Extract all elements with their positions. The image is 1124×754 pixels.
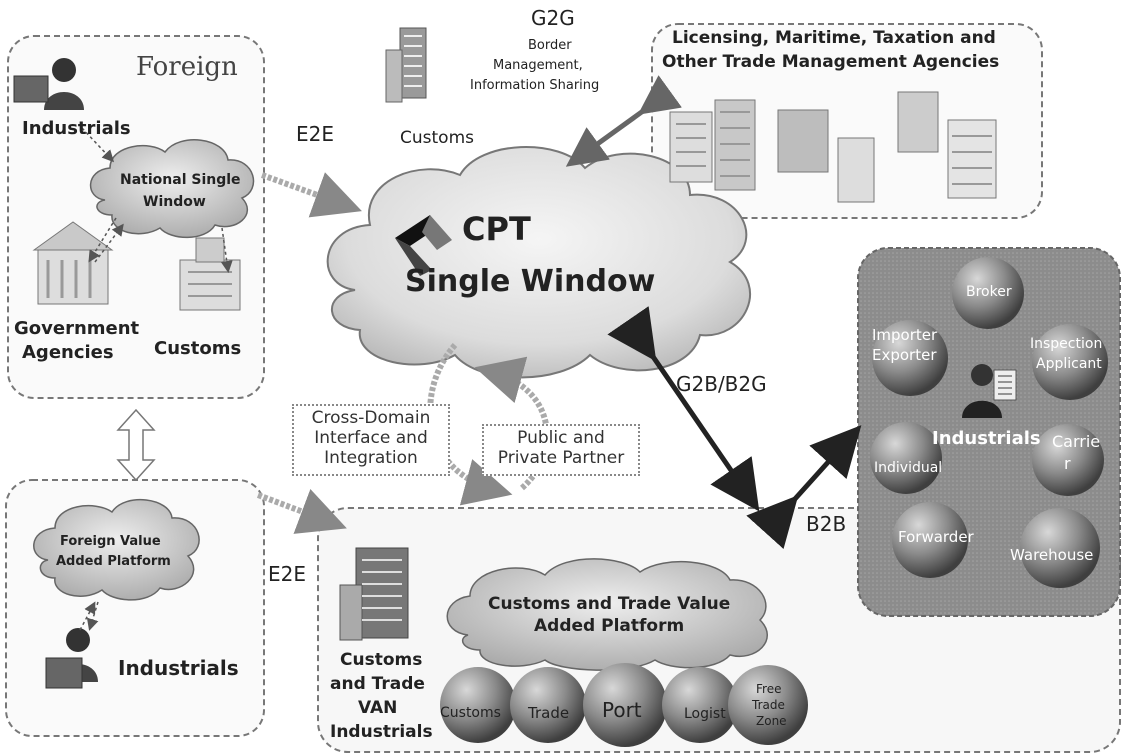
e2e-bottom-label: E2E: [268, 562, 306, 586]
g2g-desc-line3: Information Sharing: [470, 78, 600, 93]
sphere-label-customs: Customs: [440, 705, 501, 721]
cross-domain-line2: Interface and: [314, 428, 428, 448]
warehouse-label: Warehouse: [1010, 546, 1094, 564]
g2b-arrow: [607, 306, 760, 512]
foreign-vap-line2: Added Platform: [56, 554, 171, 569]
vap-industrial-person-icon: [45, 628, 98, 689]
foreign-vap-cloud: [33, 498, 200, 601]
public-private-box: Public and Private Partner: [482, 424, 640, 476]
nsw-label-line1: National Single: [120, 172, 241, 188]
foreign-industrials-label: Industrials: [22, 118, 131, 139]
sphere-label-trade: Trade: [528, 704, 570, 722]
carrier-label-line1: Carrie: [1052, 432, 1101, 451]
cpt-logo: [395, 215, 452, 276]
cross-domain-line1: Cross-Domain: [311, 408, 431, 428]
broker-label: Broker: [966, 284, 1012, 300]
importer-label-line1: Importer: [872, 326, 938, 344]
carrier-label-line2: r: [1064, 454, 1071, 473]
e2e-top-arrow: [260, 172, 362, 218]
public-private-arrow: [474, 356, 550, 491]
trade-sphere: [510, 667, 586, 743]
gov-label-line2: Agencies: [22, 342, 114, 363]
foreign-industrial-person-icon: [13, 58, 84, 110]
agency-buildings-icon: [669, 91, 997, 203]
nsw-cloud: [89, 139, 255, 239]
cpt-subtitle: Single Window: [405, 264, 656, 299]
public-private-line1: Public and: [517, 428, 605, 448]
agencies-line1: Licensing, Maritime, Taxation and: [672, 28, 996, 48]
g2g-title: G2G: [531, 6, 575, 30]
port-sphere: [583, 663, 667, 747]
van-line4: Industrials: [330, 722, 433, 742]
inspection-label-line2: Applicant: [1036, 356, 1102, 372]
industrial-person-icon: [962, 364, 1017, 418]
individual-circle: [870, 422, 942, 494]
foreign-vap-line1: Foreign Value: [60, 534, 161, 549]
inspection-circle: [1032, 324, 1108, 400]
ftz-sphere: [728, 665, 808, 745]
top-customs-label: Customs: [400, 128, 474, 148]
van-line1: Customs: [340, 650, 423, 670]
g2g-desc-line1: Border: [528, 38, 572, 53]
g2g-desc-line2: Management,: [493, 58, 583, 73]
ctvap-line2: Added Platform: [534, 616, 685, 636]
ctvap-line1: Customs and Trade Value: [488, 594, 731, 614]
cross-domain-box: Cross-Domain Interface and Integration: [292, 404, 450, 476]
forwarder-label: Forwarder: [898, 528, 974, 546]
e2e-bottom-arrow: [256, 488, 347, 534]
inspection-label-line1: Inspection: [1030, 336, 1103, 352]
cross-domain-arrow: [427, 343, 513, 506]
van-line3: VAN: [358, 698, 398, 718]
gov-building-icon: [32, 221, 114, 305]
forwarder-circle: [892, 502, 968, 578]
sphere-label-zone: Zone: [756, 714, 787, 728]
individual-label: Individual: [874, 460, 943, 476]
g2g-arrow: [565, 75, 682, 167]
logistics-sphere: [662, 667, 738, 743]
sphere-label-free: Free: [756, 682, 782, 696]
e2e-top-label: E2E: [296, 122, 334, 146]
cpt-title: CPT: [462, 210, 531, 248]
customs-building-icon: [385, 27, 427, 103]
customs-sphere: [440, 667, 516, 743]
gov-label-line1: Government: [14, 318, 140, 339]
b2b-arrow: [746, 425, 862, 550]
importer-circle: [872, 320, 948, 396]
cross-domain-line3: Integration: [324, 448, 418, 468]
van-building-icon: [339, 547, 409, 641]
vap-industrials-label: Industrials: [118, 656, 239, 680]
van-line2: and Trade: [330, 674, 425, 694]
foreign-link-arrow: [116, 408, 156, 482]
industrials-center-label: Industrials: [932, 428, 1041, 449]
sphere-label-trade-zone-1: Trade: [752, 698, 785, 712]
foreign-internal-arrows: [79, 127, 233, 631]
foreign-customs-label: Customs: [154, 338, 242, 359]
public-private-line2: Private Partner: [497, 448, 625, 468]
warehouse-circle: [1020, 508, 1100, 588]
nsw-label-line2: Window: [143, 194, 206, 210]
agencies-line2: Other Trade Management Agencies: [662, 52, 1000, 72]
importer-label-line2: Exporter: [872, 346, 937, 364]
sphere-label-port: Port: [602, 698, 642, 722]
b2b-label: B2B: [806, 512, 847, 536]
sphere-label-logistics: Logist: [684, 706, 726, 722]
broker-circle: [952, 257, 1024, 329]
ctvap-cloud: [446, 558, 768, 671]
g2b-label: G2B/B2G: [676, 372, 767, 396]
carrier-circle: [1032, 424, 1104, 496]
foreign-title: Foreign: [136, 52, 238, 82]
